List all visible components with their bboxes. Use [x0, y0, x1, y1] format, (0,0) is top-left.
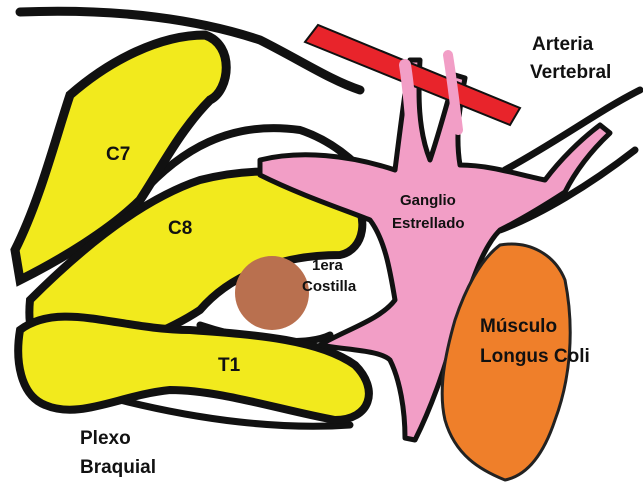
- label-muscle-line1: Músculo: [480, 316, 557, 337]
- label-artery-line1: Arteria: [532, 34, 594, 55]
- label-muscle-line2: Longus Coli: [480, 346, 590, 367]
- label-c7: C7: [106, 144, 130, 165]
- label-rib-line1: 1era: [312, 257, 344, 274]
- label-t1: T1: [218, 355, 241, 376]
- label-rib-line2: Costilla: [302, 278, 357, 295]
- label-c8: C8: [168, 218, 192, 239]
- t1-nerve-root: [18, 317, 369, 420]
- label-ganglion-line1: Ganglio: [400, 192, 456, 209]
- first-rib: [235, 256, 309, 330]
- label-plexus-line1: Plexo: [80, 428, 131, 449]
- label-artery-line2: Vertebral: [530, 62, 611, 83]
- label-plexus-line2: Braquial: [80, 457, 156, 478]
- label-ganglion-line2: Estrellado: [392, 215, 465, 232]
